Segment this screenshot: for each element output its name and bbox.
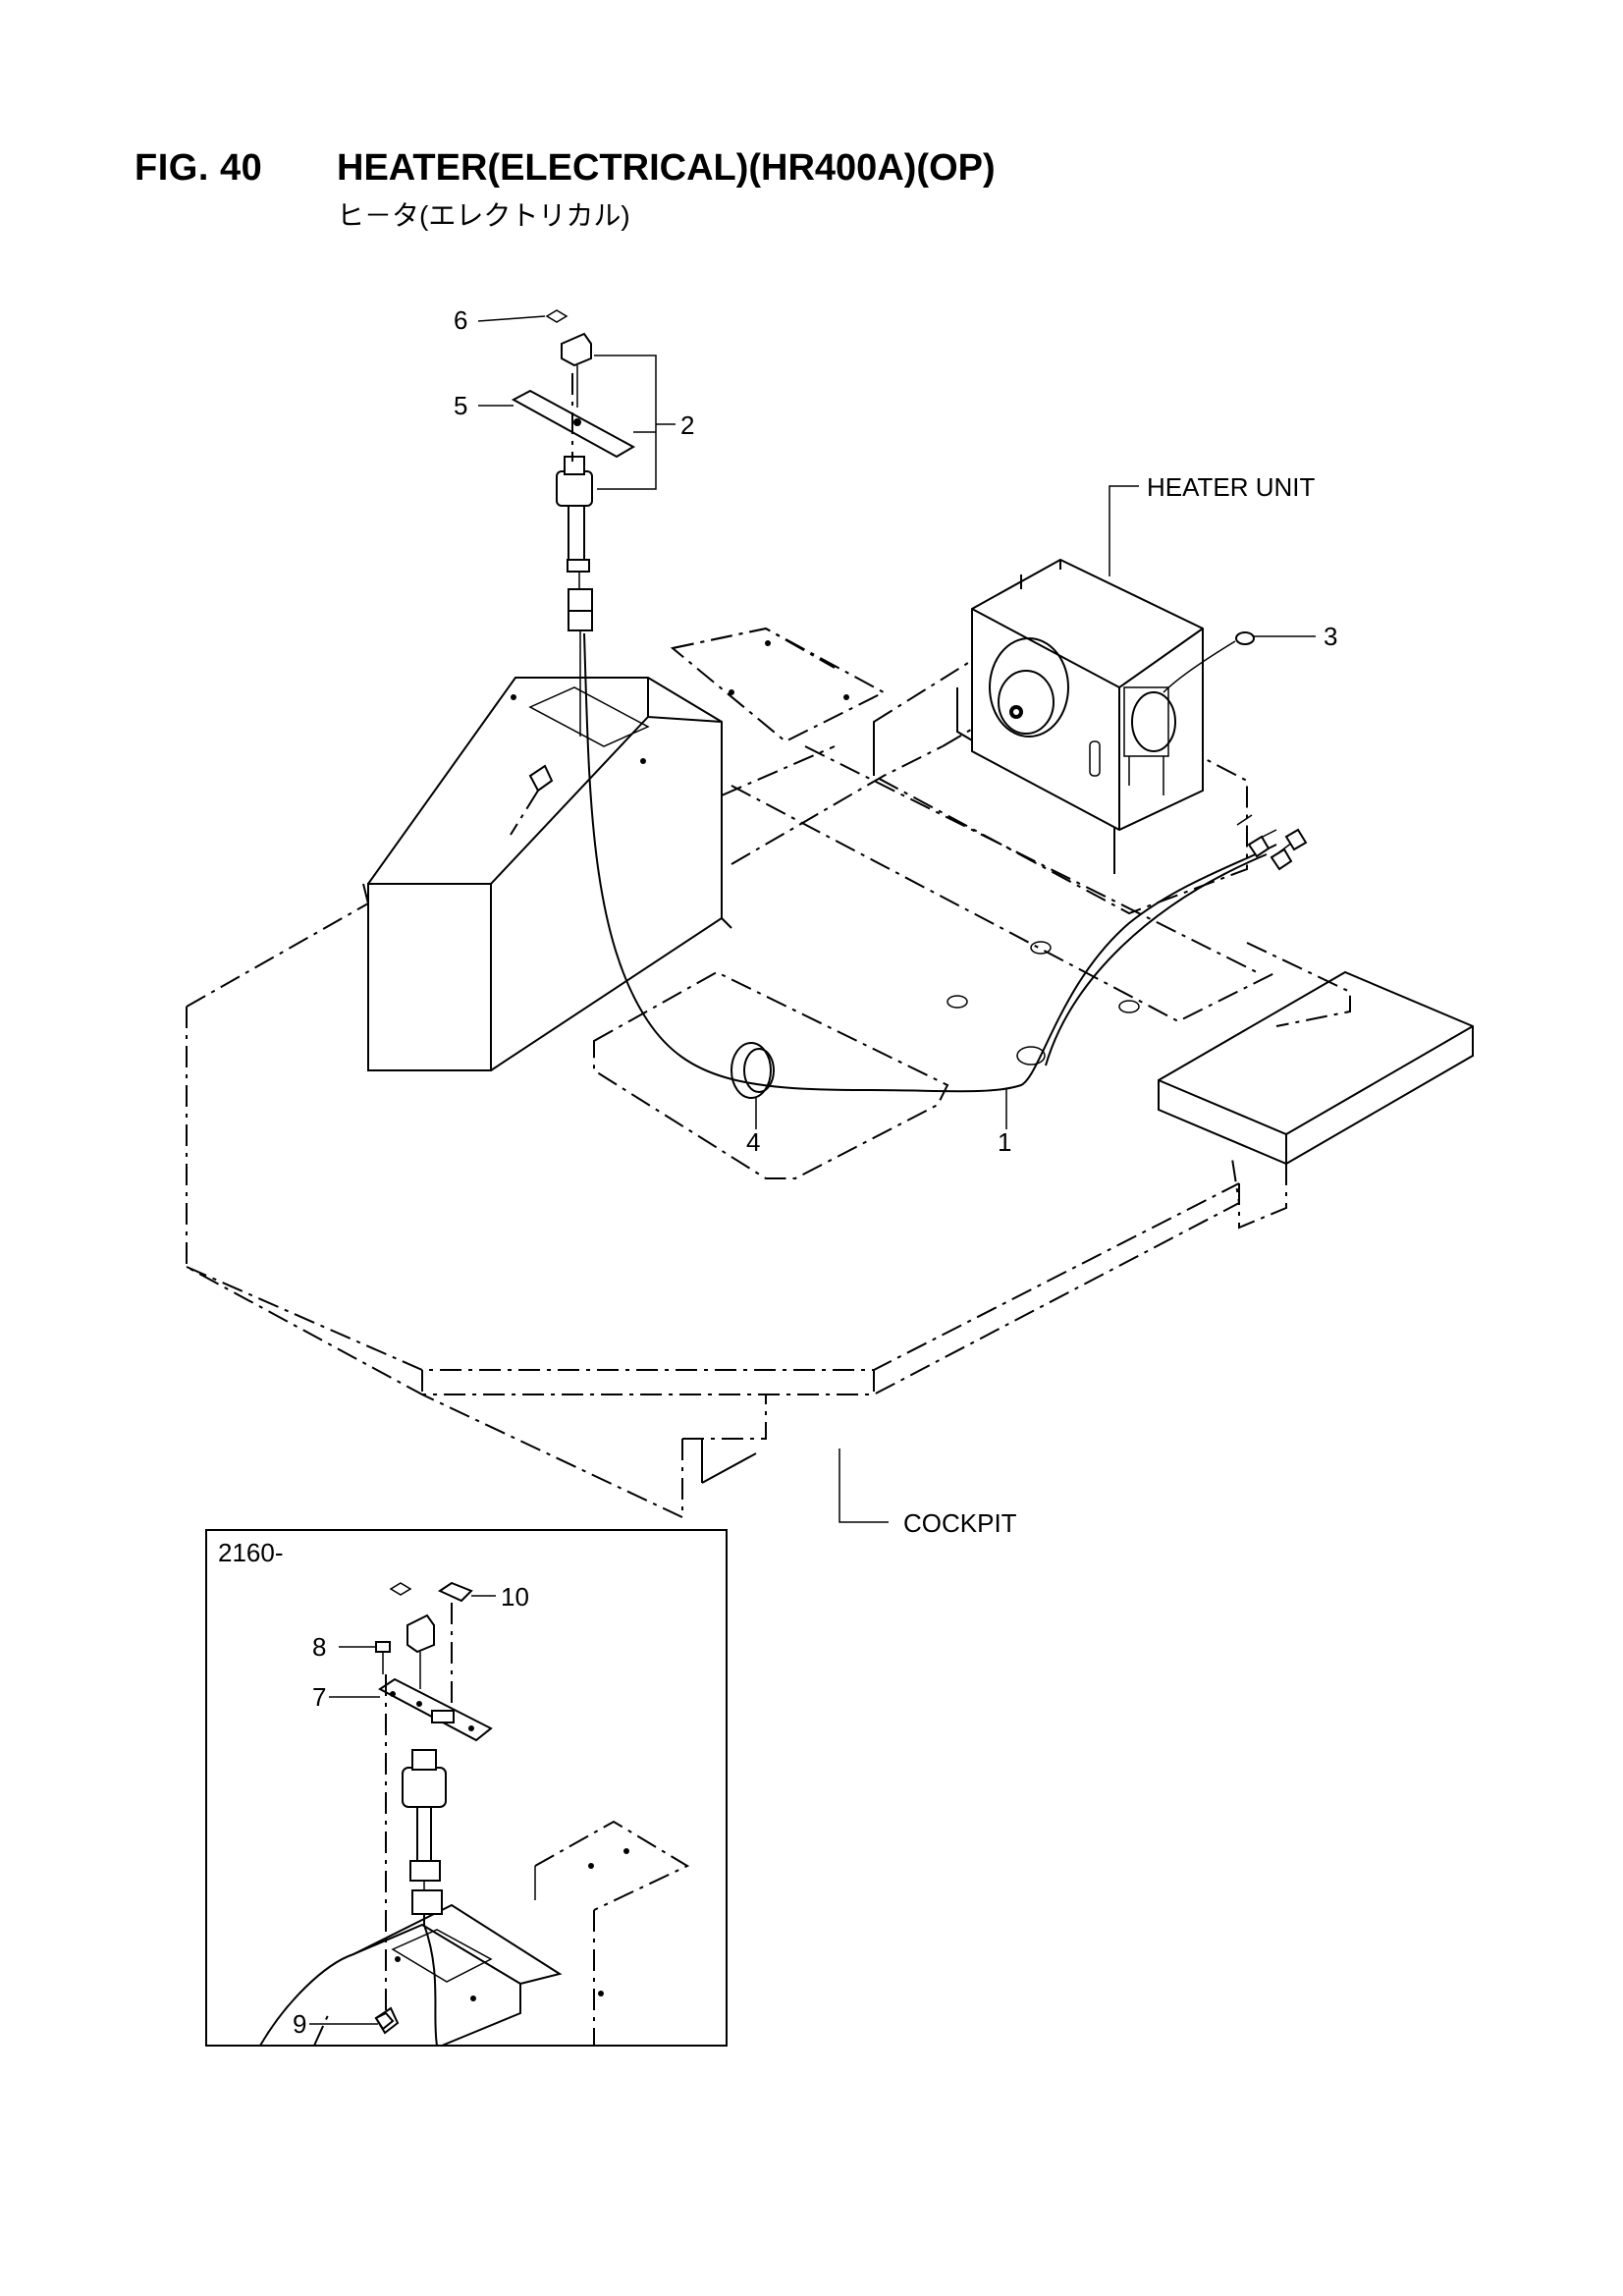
inset-serial-label: 2160- [218, 1538, 284, 1567]
label-part-3: 3 [1324, 622, 1337, 651]
label-part-2: 2 [680, 410, 694, 440]
figure-number: FIG. 40 [135, 147, 263, 189]
label-part-4: 4 [746, 1127, 760, 1157]
inset-variant-2160 [205, 1529, 728, 2047]
label-part-7: 7 [312, 1682, 326, 1712]
label-part-1: 1 [998, 1127, 1011, 1157]
figure-subtitle: ヒ－タ(エレクトリカル) [337, 200, 630, 231]
heater-unit [873, 558, 1308, 915]
harness-wire [510, 632, 1277, 1099]
label-part-8: 8 [312, 1632, 326, 1662]
figure-title: HEATER(ELECTRICAL)(HR400A)(OP) [337, 147, 996, 189]
label-part-5: 5 [454, 391, 467, 420]
inset-leaders [309, 1595, 496, 2025]
cockpit-label: COCKPIT [903, 1508, 1017, 1538]
label-part-9: 9 [293, 2009, 306, 2039]
callout-leaders [477, 315, 1316, 1523]
heater-unit-label: HEATER UNIT [1147, 472, 1316, 502]
cockpit-floor [186, 677, 1474, 1519]
label-part-6: 6 [454, 305, 467, 335]
heater-switch-assembly [511, 309, 636, 737]
left-console [367, 627, 887, 1071]
label-part-10: 10 [501, 1582, 529, 1612]
part-labels: 6 5 2 3 4 1 10 8 7 9 HEATER UNIT COCKPIT… [218, 305, 1337, 2039]
